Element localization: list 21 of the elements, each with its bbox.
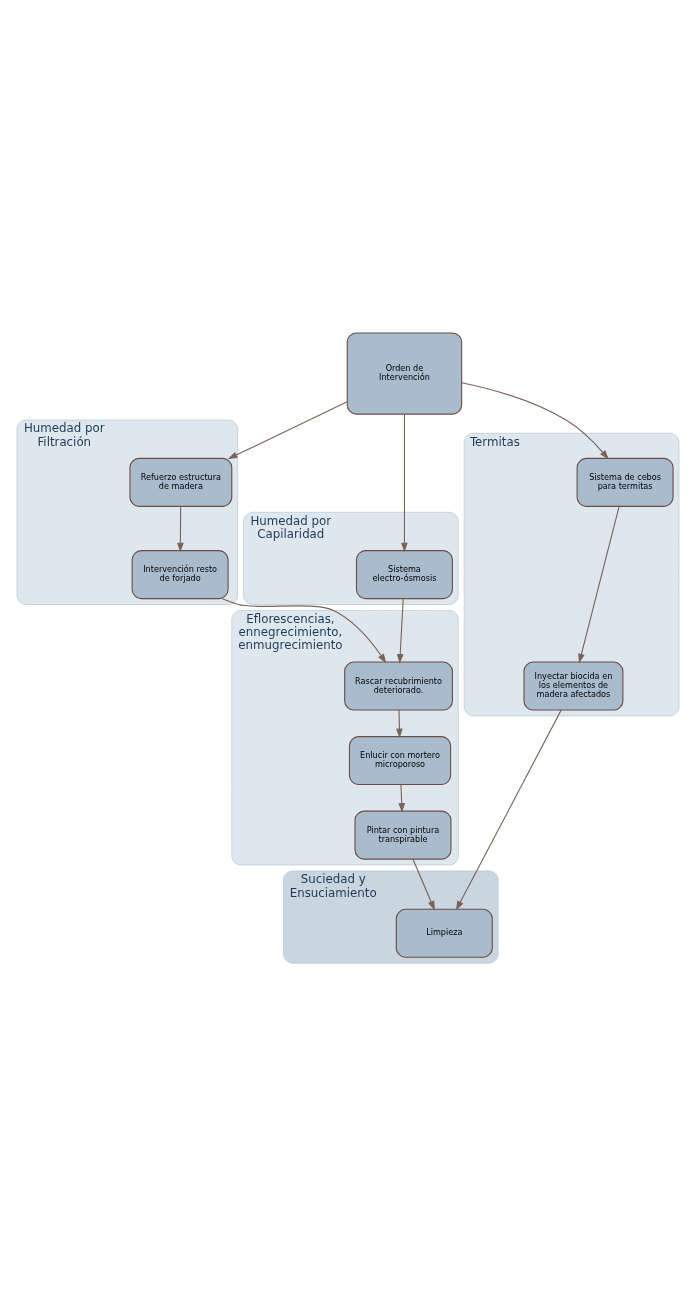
node-box: Sistema de cebos para termitas [576,457,674,507]
arrow [401,413,408,553]
arrow [396,709,403,739]
node-box: Inyectar biocida en los elementos de madera afectados [523,661,624,711]
arrow [455,709,562,911]
node-box: Intervención resto de forjado [131,550,229,600]
node-box: Limpieza [395,908,493,958]
arrow [412,858,435,911]
node-box: Refuerzo estructura de madera [129,457,233,507]
node-box: Sistema electro-ósmosis [355,550,453,600]
arrow [221,598,387,664]
arrow [398,784,406,813]
arrow [396,598,404,664]
arrow [227,401,348,460]
arrow [177,505,184,553]
node-box: Enlucir con mortero microporoso [348,736,452,786]
node-box: Rascar recubrimiento deteriorado. [344,661,453,711]
arrow [578,505,620,664]
node-box: Orden de Intervención [346,332,463,415]
node-box: Pintar con pintura transpirable [354,810,452,860]
arrow [461,382,609,460]
